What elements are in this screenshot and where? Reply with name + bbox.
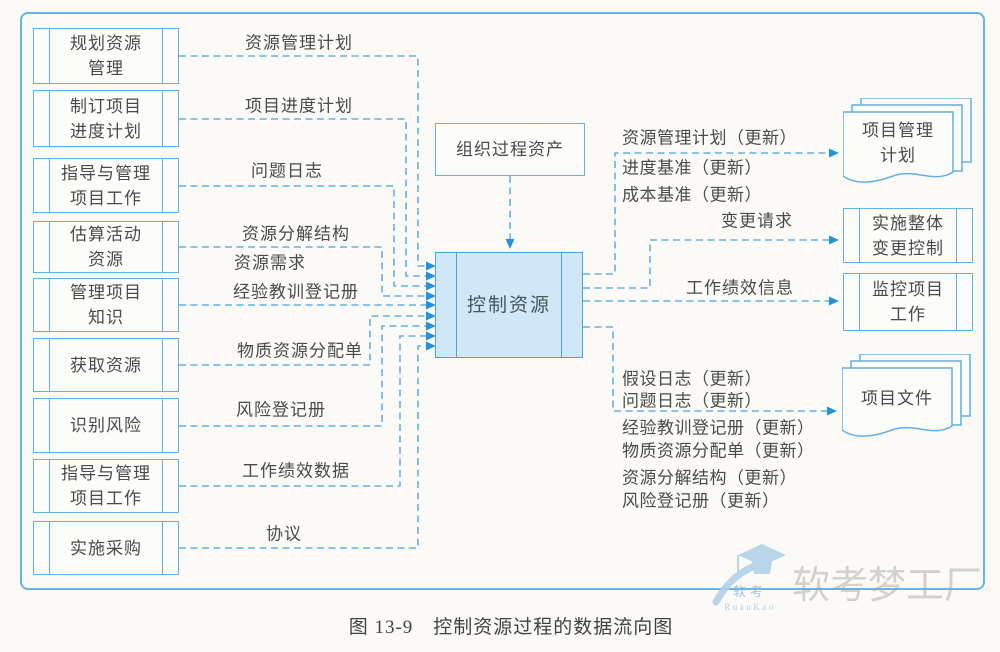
process-label: 规划资源 管理 xyxy=(70,34,142,78)
flow-label-risk-register: 风险登记册 xyxy=(236,400,326,420)
output-label-physical-resource-assignments-update: 物质资源分配单（更新） xyxy=(622,441,815,461)
logo-text: 软考 xyxy=(733,584,767,599)
process-box-conduct-procurements: 实施采购 xyxy=(33,521,179,575)
process-box-manage-project-knowledge: 管理项目 知识 xyxy=(33,278,179,332)
watermark-brand-text: 软考梦工厂 xyxy=(792,565,983,607)
process-box-identify-risks: 识别风险 xyxy=(33,398,179,453)
process-box-perform-integrated-change-control: 实施整体 变更控制 xyxy=(843,208,973,263)
process-label: 制订项目 进度计划 xyxy=(70,96,142,141)
output-label-issue-log-update: 问题日志（更新） xyxy=(622,391,762,411)
central-process-label: 控制资源 xyxy=(466,294,551,316)
document-stack-project-management-plan: 项目管理 计划 xyxy=(843,98,975,198)
flow-label-project-schedule: 项目进度计划 xyxy=(245,96,353,116)
logo-subtext: RuanKao xyxy=(724,602,776,612)
process-box-plan-resource-management: 规划资源 管理 xyxy=(33,28,179,84)
process-label: 获取资源 xyxy=(70,355,142,375)
flow-label-physical-resource-assignments: 物质资源分配单 xyxy=(237,341,363,361)
output-label-cost-baseline-update: 成本基准（更新） xyxy=(622,185,762,205)
flow-label-work-performance-data: 工作绩效数据 xyxy=(242,461,350,481)
process-label: 管理项目 知识 xyxy=(70,283,142,327)
output-label-resource-management-plan-update: 资源管理计划（更新） xyxy=(622,128,797,148)
ruankao-watermark-logo: 软考 RuanKao xyxy=(712,544,786,612)
output-label-change-requests: 变更请求 xyxy=(721,211,793,231)
diagram-border-frame xyxy=(20,12,985,590)
process-box-control-resources: 控制资源 xyxy=(435,252,583,358)
document-pages-icon xyxy=(843,98,972,183)
process-label: 识别风险 xyxy=(70,416,142,435)
output-label-risk-register-update: 风险登记册（更新） xyxy=(622,491,780,511)
flow-label-resource-management-plan: 资源管理计划 xyxy=(245,33,353,53)
process-box-monitor-and-control-project-work: 监控项目 工作 xyxy=(843,273,973,331)
process-box-develop-project-schedule: 制订项目 进度计划 xyxy=(33,90,179,147)
process-label: 实施整体 变更控制 xyxy=(872,213,944,258)
output-label-work-performance-information: 工作绩效信息 xyxy=(686,278,794,298)
document-pages-icon xyxy=(842,354,971,437)
output-label-lessons-learned-register-update: 经验教训登记册（更新） xyxy=(622,418,815,438)
document-label: 项目管理 计划 xyxy=(862,121,934,165)
flow-label-issue-log: 问题日志 xyxy=(251,161,323,181)
graduation-cap-base xyxy=(752,561,772,574)
flow-label-agreements: 协议 xyxy=(266,524,302,544)
process-box-estimate-activity-resources: 估算活动 资源 xyxy=(33,221,179,273)
process-label: 估算活动 资源 xyxy=(70,225,142,269)
flow-label-lessons-learned-register: 经验教训登记册 xyxy=(233,282,359,302)
figure-caption: 图 13-9 控制资源过程的数据流向图 xyxy=(348,617,674,638)
document-stack-project-documents: 项目文件 xyxy=(842,354,974,452)
graduation-cap-icon xyxy=(738,544,786,566)
document-label: 项目文件 xyxy=(861,388,933,408)
input-label: 组织过程资产 xyxy=(456,140,564,159)
process-box-direct-and-manage-project-work: 指导与管理 项目工作 xyxy=(33,158,179,213)
process-label: 监控项目 工作 xyxy=(872,280,944,324)
flow-label-resource-breakdown-structure: 资源分解结构 xyxy=(242,224,350,244)
flow-label-resource-requirements: 资源需求 xyxy=(234,253,306,273)
process-label: 指导与管理 项目工作 xyxy=(61,163,151,208)
output-label-schedule-baseline-update: 进度基准（更新） xyxy=(622,158,762,178)
process-label: 实施采购 xyxy=(70,538,142,558)
output-label-resource-breakdown-structure-update: 资源分解结构（更新） xyxy=(622,468,797,488)
process-box-direct-and-manage-project-work-2: 指导与管理 项目工作 xyxy=(33,459,179,513)
input-box-organizational-process-assets: 组织过程资产 xyxy=(435,123,585,176)
process-box-acquire-resources: 获取资源 xyxy=(33,338,179,392)
process-label: 指导与管理 项目工作 xyxy=(61,464,151,508)
cap-tassel-knob xyxy=(735,573,741,579)
